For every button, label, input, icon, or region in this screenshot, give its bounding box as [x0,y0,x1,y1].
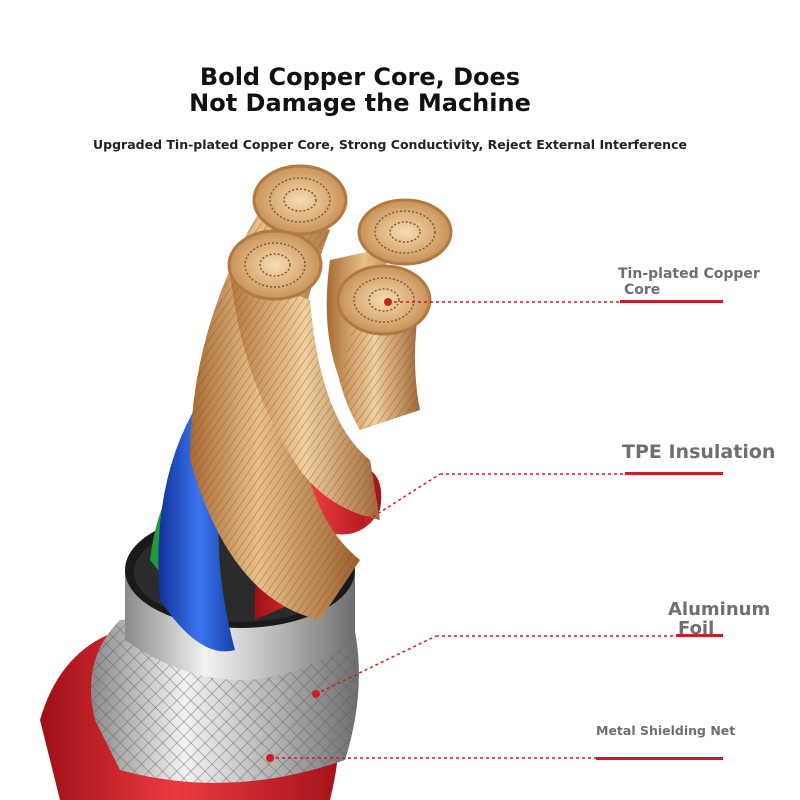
callout-insulation-underline [625,472,723,475]
callout-aluminum-foil: Aluminum Foil [668,600,770,638]
leader-shield [266,754,596,762]
headline: Bold Copper Core, Does Not Damage the Ma… [150,64,570,116]
leader-core [384,298,620,306]
callout-metal-shielding-net: Metal Shielding Net [596,723,736,738]
leader-foil [312,635,676,698]
callout-core-line-2: Core [624,282,661,298]
callout-foil-line-2: Foil [678,618,715,639]
headline-line-2: Not Damage the Machine [189,89,531,117]
callout-foil-line-1: Aluminum [668,599,771,620]
subheadline: Upgraded Tin-plated Copper Core, Strong … [93,137,687,152]
callout-tin-plated-copper-core: Tin-plated Copper Core [618,266,760,298]
strand-end-1 [252,164,348,236]
leader-insulation [364,473,625,524]
callout-shield-underline [596,757,723,760]
strand-end-2 [357,198,453,266]
callout-core-underline [620,300,723,303]
strand-end-4 [336,264,432,336]
headline-line-1: Bold Copper Core, Does [199,63,521,91]
strand-end-3 [227,229,323,301]
twisted-copper-bundle [190,210,420,620]
callout-core-line-1: Tin-plated Copper [618,266,760,282]
callout-foil-underline [676,634,723,637]
callout-tpe-insulation: TPE Insulation [622,441,776,463]
